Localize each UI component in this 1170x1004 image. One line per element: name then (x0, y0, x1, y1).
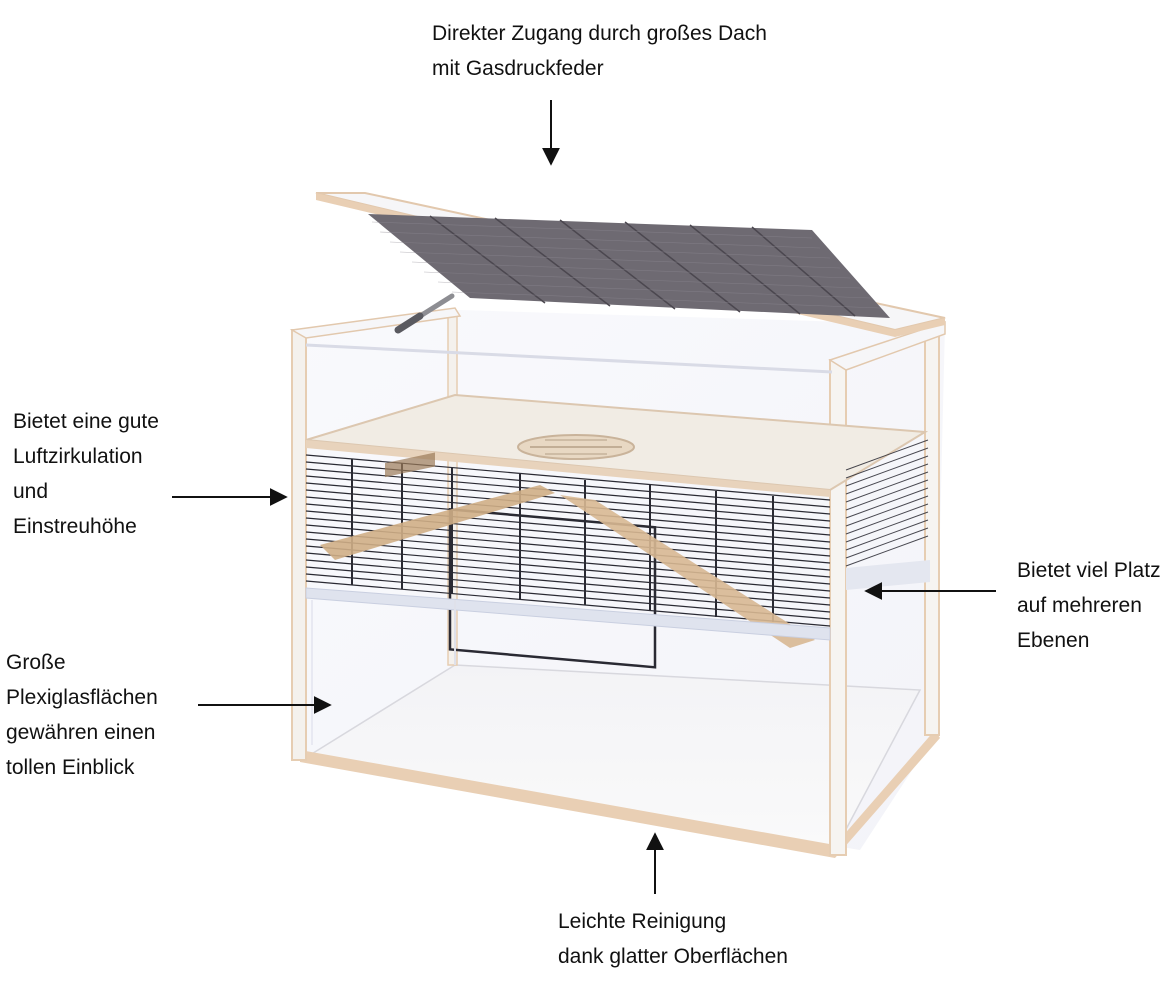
callout-left-upper-line-3: und (13, 480, 49, 503)
callout-bottom-line-1: Leichte Reinigung (558, 910, 727, 933)
callout-bottom: Leichte Reinigung dank glatter Oberfläch… (558, 904, 788, 974)
callout-left-lower-line-4: tollen Einblick (6, 756, 135, 779)
callout-left-upper: Bietet eine gute Luftzirkulation und Ein… (13, 404, 159, 544)
ramp-upper (320, 485, 555, 560)
callout-arrows (172, 100, 996, 894)
callout-left-lower-line-2: Plexiglasflächen (6, 686, 158, 709)
wire-mesh-front (305, 454, 831, 627)
callout-right-line-2: auf mehreren (1017, 594, 1142, 617)
callout-left-upper-line-1: Bietet eine gute (13, 410, 159, 433)
callout-right-line-3: Ebenen (1017, 629, 1090, 652)
cage-body (289, 307, 946, 858)
callout-left-lower: Große Plexiglasflächen gewähren einen to… (6, 645, 158, 785)
callout-top-line-2: mit Gasdruckfeder (432, 57, 604, 80)
ramp-lower (560, 495, 815, 648)
callout-right: Bietet viel Platz auf mehreren Ebenen (1017, 553, 1161, 658)
callout-left-upper-line-2: Luftzirkulation (13, 445, 143, 468)
callout-bottom-line-2: dank glatter Oberflächen (558, 945, 788, 968)
callout-left-lower-line-3: gewähren einen (6, 721, 156, 744)
callout-top: Direkter Zugang durch großes Dach mit Ga… (432, 16, 767, 86)
roof-mesh-panel (368, 214, 890, 318)
callout-right-line-1: Bietet viel Platz (1017, 559, 1161, 582)
callout-top-line-1: Direkter Zugang durch großes Dach (432, 22, 767, 45)
callout-left-upper-line-4: Einstreuhöhe (13, 515, 137, 538)
left-front-post (291, 329, 307, 761)
roof (315, 192, 946, 337)
callout-left-lower-line-1: Große (6, 651, 66, 674)
